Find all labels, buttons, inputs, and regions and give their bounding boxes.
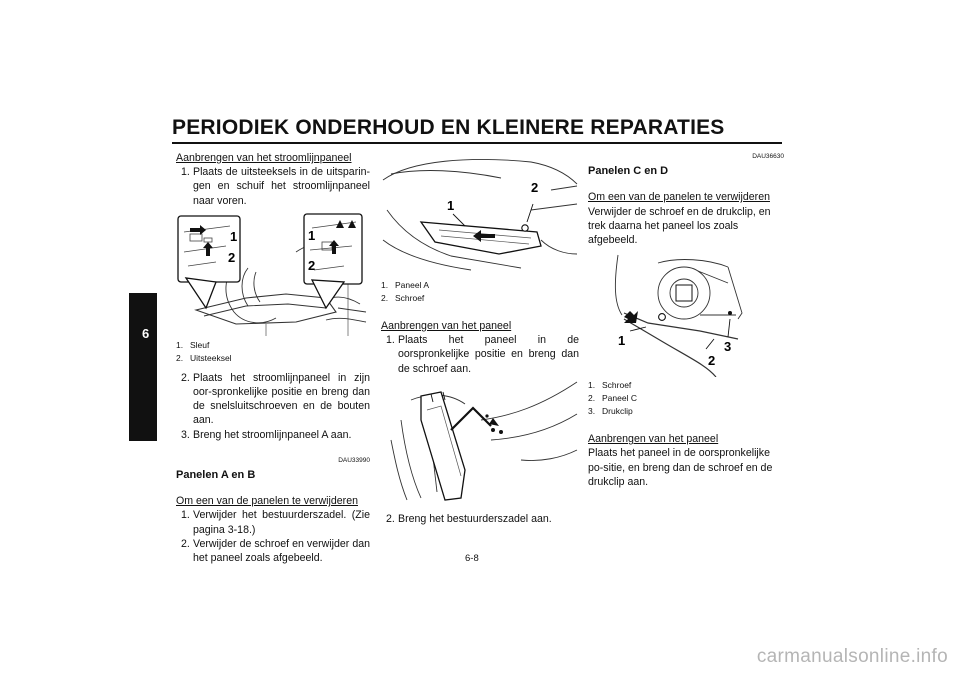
step-number: 1. xyxy=(181,166,190,179)
section-heading-panels-c-d: Panelen C en D xyxy=(588,165,669,178)
step-text: Breng het bestuurderszadel aan. xyxy=(398,512,552,525)
figure-callout: 1 xyxy=(447,198,454,213)
caption-number: 1. xyxy=(588,380,596,391)
step-number: 2. xyxy=(386,512,395,525)
step-text: Plaats de uitsteeksels in de uitsparin-g… xyxy=(193,166,370,207)
paragraph-remove: Verwijder de schroef en de drukclip, en … xyxy=(588,205,771,247)
watermark: carmanualsonline.info xyxy=(756,646,948,667)
subheading-install-panel: Aanbrengen van het paneel xyxy=(381,320,512,332)
caption-text: Uitsteeksel xyxy=(190,352,232,363)
caption-number: 2. xyxy=(588,393,596,404)
step-text: Breng het stroomlijnpaneel A aan. xyxy=(193,428,352,441)
caption-number: 2. xyxy=(176,352,184,363)
section-code: DAU33990 xyxy=(338,456,370,464)
caption-item: 1. Sleuf xyxy=(176,339,370,352)
section-heading-panels-a-b: Panelen A en B xyxy=(176,469,256,482)
step-number: 1. xyxy=(181,509,190,522)
column-1: Aanbrengen van het stroomlijnpaneel 1.Pl… xyxy=(176,151,370,565)
figure-callout: 1 xyxy=(308,228,315,243)
subheading-install-panel: Aanbrengen van het paneel xyxy=(588,433,719,446)
title-rule xyxy=(172,142,782,144)
figure-callout: 2 xyxy=(531,180,538,195)
column-3: DAU36630 Panelen C en D Om een van de pa… xyxy=(588,150,784,489)
figure-callout: 2 xyxy=(708,353,715,368)
step-2: 2.Breng het bestuurderszadel aan. xyxy=(381,512,579,526)
step-3: 3.Breng het stroomlijnpaneel A aan. xyxy=(176,428,370,442)
caption-text: Schroef xyxy=(395,293,425,303)
caption-text: Paneel A xyxy=(395,280,430,290)
caption-item: 2. Uitsteeksel xyxy=(176,352,370,365)
chapter-tab xyxy=(129,293,157,441)
step-2: 2.Plaats het stroomlijnpaneel in zijn oo… xyxy=(176,371,370,428)
figure-callout: 3 xyxy=(724,339,731,354)
step-1: 1.Plaats het paneel in de oorspronkelijk… xyxy=(381,333,579,376)
figure-callout: 1 xyxy=(618,333,625,348)
figure-fairing-install: 1 2 1 2 xyxy=(177,213,367,336)
figure-panel-a: 1 2 xyxy=(382,159,578,271)
figure-panel-c: 1 2 3 xyxy=(614,255,743,378)
caption-number: 1. xyxy=(381,280,389,290)
step-number: 3. xyxy=(181,428,190,441)
step-1: 1.Verwijder het bestuurderszadel. (Zie p… xyxy=(176,508,370,536)
step-2: 2.Verwijder de schroef en verwijder dan … xyxy=(176,537,370,565)
page-number: 6-8 xyxy=(465,553,479,564)
paragraph-install: Plaats het paneel in de oorspronkelijke … xyxy=(588,447,773,488)
caption-item: 2. Schroef xyxy=(381,292,579,305)
caption-item: 1. Schroef xyxy=(588,379,784,392)
step-number: 2. xyxy=(181,537,190,550)
subheading-install-fairing: Aanbrengen van het stroomlijnpaneel xyxy=(176,152,352,164)
caption-number: 2. xyxy=(381,293,389,303)
caption-item: 3. Drukclip xyxy=(588,405,784,418)
page-title: PERIODIEK ONDERHOUD EN KLEINERE REPARATI… xyxy=(172,116,725,139)
chapter-number: 6 xyxy=(142,326,150,341)
caption-text: Schroef xyxy=(602,380,632,391)
subheading-remove-panel: Om een van de panelen te verwijderen xyxy=(176,495,358,508)
caption-text: Drukclip xyxy=(602,406,633,417)
caption-text: Sleuf xyxy=(190,339,210,350)
section-code: DAU36630 xyxy=(752,153,784,160)
step-1: 1.Plaats de uitsteeksels in de uitsparin… xyxy=(176,165,370,208)
step-text: Plaats het stroomlijnpaneel in zijn oor-… xyxy=(193,371,370,427)
step-number: 2. xyxy=(181,371,190,384)
step-number: 1. xyxy=(386,334,395,347)
figure-callout: 1 xyxy=(230,229,237,244)
column-2: 1 2 1. Paneel A 2. Schroef Aanbrengen van … xyxy=(381,150,579,526)
caption-item: 2. Paneel C xyxy=(588,392,784,405)
subheading-remove-panel: Om een van de panelen te verwijderen xyxy=(588,191,770,204)
figure-callout: 2 xyxy=(308,258,315,273)
step-text: Plaats het paneel in de oorspronkelijke … xyxy=(398,334,579,375)
caption-item: 1. Paneel A xyxy=(381,279,579,292)
step-text: Verwijder de schroef en verwijder dan he… xyxy=(193,537,370,565)
figure-callout: 2 xyxy=(228,250,235,265)
caption-text: Paneel C xyxy=(602,393,637,404)
caption-number: 3. xyxy=(588,406,596,417)
figure-panel-install xyxy=(390,381,578,501)
step-text: Verwijder het bestuurderszadel. (Zie pag… xyxy=(193,509,370,536)
caption-number: 1. xyxy=(176,339,184,350)
